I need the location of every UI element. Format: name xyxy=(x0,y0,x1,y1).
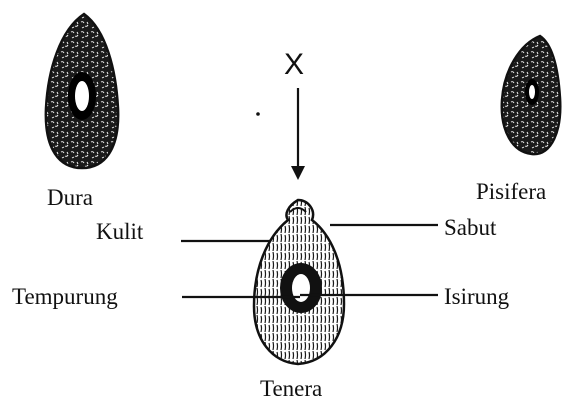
label-kulit: Kulit xyxy=(96,220,143,243)
label-isirung: Isirung xyxy=(444,285,509,308)
cross-arrow xyxy=(291,88,305,180)
cross-symbol: X xyxy=(284,50,304,80)
dura-fruit xyxy=(46,14,118,168)
label-tenera: Tenera xyxy=(260,377,322,400)
pisifera-fruit xyxy=(502,36,560,154)
stray-dot xyxy=(256,112,260,116)
label-sabut: Sabut xyxy=(444,216,496,239)
label-dura: Dura xyxy=(47,186,93,209)
label-tempurung: Tempurung xyxy=(12,285,118,308)
label-pisifera: Pisifera xyxy=(476,180,546,203)
